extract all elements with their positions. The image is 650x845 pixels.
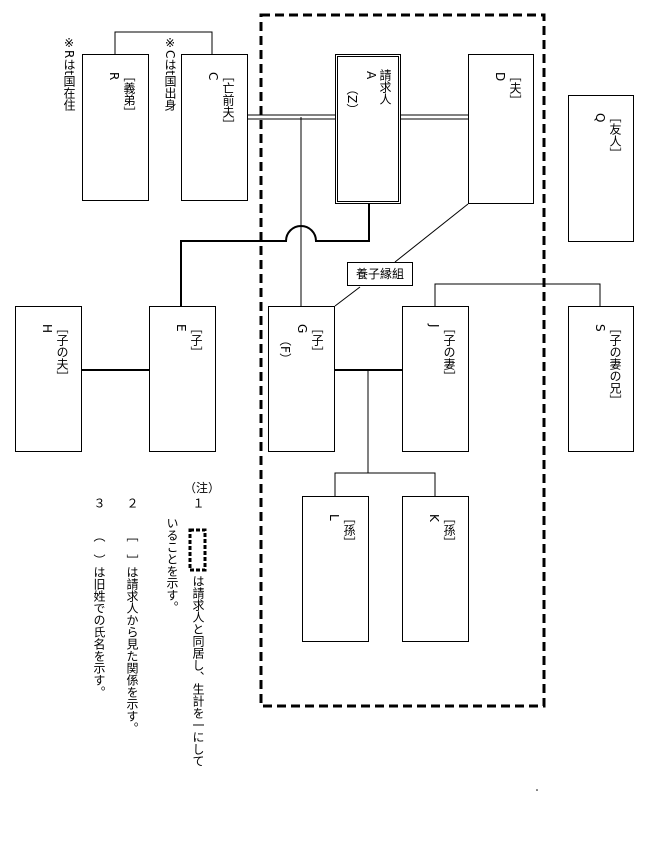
legend-note-3: （ ）は旧姓での氏名を示す。 <box>92 530 106 698</box>
line-children-bar <box>334 472 436 496</box>
legend-household-icon <box>188 528 207 572</box>
note-c-origin: ※Cはt国出身 <box>163 36 177 112</box>
person-j: J ［子の妻］ <box>402 306 469 452</box>
legend-number-2: ２ <box>125 497 139 509</box>
person-s: S ［子の妻の兄］ <box>568 306 634 452</box>
stray-dot <box>536 789 538 791</box>
person-e: E ［子］ <box>149 306 216 452</box>
person-d-relation: ［夫］ <box>508 70 522 106</box>
person-j-relation: ［子の妻］ <box>442 322 456 382</box>
legend-note-2: ［ ］は請求人から見た関係を示す。 <box>125 530 139 734</box>
person-k-relation: ［孫］ <box>442 512 456 548</box>
adoption-label: 養子縁組 <box>347 262 413 286</box>
line-adoption-g <box>334 286 361 307</box>
person-a-claimant: A （Z） 請求人 <box>335 54 401 204</box>
person-g-former-name: （F） <box>278 334 292 365</box>
person-c-relation: ［亡前夫］ <box>221 70 235 130</box>
line-j-s <box>434 283 601 306</box>
person-s-letter: S <box>593 324 607 332</box>
legend-heading: （注） <box>184 481 221 495</box>
person-g-relation: ［子］ <box>310 322 324 358</box>
person-r-relation: ［義弟］ <box>122 70 136 118</box>
person-a-relation: 請求人 <box>378 69 392 105</box>
legend-note-1-line2: いることを示す。 <box>165 517 179 613</box>
person-r-letter: R <box>107 72 121 81</box>
legend-number-1: １ <box>191 497 205 509</box>
line-r-c <box>114 31 213 54</box>
person-h-letter: H <box>40 324 54 334</box>
person-q-letter: Q <box>593 113 607 123</box>
person-c: C ［亡前夫］ <box>181 54 248 201</box>
person-g: G （F） ［子］ <box>268 306 335 452</box>
note-r-location: ※Rはt国在住 <box>62 36 76 112</box>
person-c-letter: C <box>206 72 220 81</box>
person-k-letter: K <box>427 514 441 522</box>
line-a-e <box>180 204 370 306</box>
adoption-label-text: 養子縁組 <box>355 267 404 281</box>
person-e-relation: ［子］ <box>189 322 203 358</box>
person-l-letter: L <box>327 514 341 521</box>
person-l: L ［孫］ <box>302 496 369 642</box>
person-a-letter: A <box>364 71 378 80</box>
legend-number-3: ３ <box>92 497 106 509</box>
household-boundary <box>259 13 546 708</box>
person-g-letter: G <box>295 324 309 334</box>
person-h-relation: ［子の夫］ <box>55 322 69 382</box>
line-d-adoption <box>394 203 469 263</box>
person-d-letter: D <box>493 72 507 82</box>
person-d: D ［夫］ <box>468 54 534 204</box>
legend-note-1-line1: は請求人と同居し、生計を一にして <box>191 575 205 767</box>
person-r: R ［義弟］ <box>82 54 149 201</box>
person-k: K ［孫］ <box>402 496 469 642</box>
person-j-letter: J <box>427 324 441 328</box>
person-a-former-name: （Z） <box>345 83 359 116</box>
person-e-letter: E <box>174 324 188 332</box>
person-q: Q ［友人］ <box>568 95 634 242</box>
person-q-relation: ［友人］ <box>608 111 622 159</box>
person-s-relation: ［子の妻の兄］ <box>608 322 622 406</box>
person-l-relation: ［孫］ <box>342 512 356 548</box>
person-h: H ［子の夫］ <box>15 306 82 452</box>
